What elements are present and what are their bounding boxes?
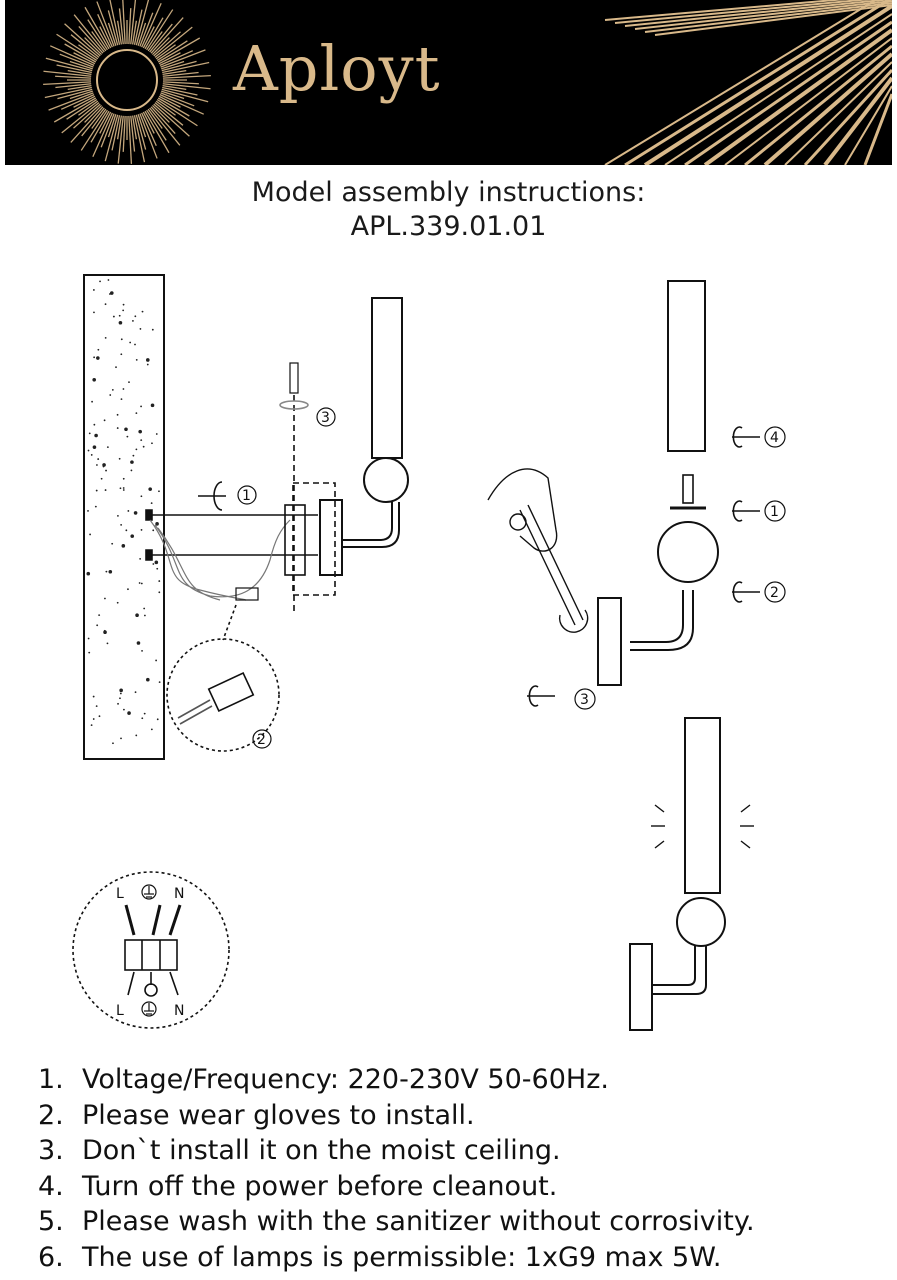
- light-rays-icon: [651, 804, 754, 849]
- rotate-icon: [198, 481, 226, 511]
- svg-text:L: L: [116, 886, 124, 902]
- svg-text:4: 4: [770, 430, 779, 446]
- step-marker-1: 1: [764, 500, 786, 522]
- svg-text:N: N: [174, 1003, 184, 1019]
- bracket: [284, 504, 306, 576]
- connector-detail-zoom: [166, 604, 280, 752]
- svg-text:1: 1: [770, 504, 779, 520]
- brand-header: Aployt: [5, 0, 892, 165]
- ground-icon: [141, 884, 157, 1017]
- mounting-plate-outline: [292, 482, 336, 596]
- finished-lamp: [629, 717, 726, 1031]
- svg-text:1: 1: [242, 488, 251, 504]
- supply-wires: [149, 519, 291, 601]
- screw-part: [279, 362, 309, 612]
- step-marker-1: 1: [237, 485, 257, 505]
- lamp-socket: [597, 474, 719, 686]
- page-title: Model assembly instructions:: [251, 177, 646, 208]
- list-item: 5.Please wash with the sanitizer without…: [38, 1206, 755, 1237]
- wall-section: [83, 274, 165, 760]
- model-number: APL.339.01.01: [350, 211, 547, 242]
- list-item: 3.Don`t install it on the moist ceiling.: [38, 1135, 561, 1166]
- brand-logo-text: Aployt: [233, 32, 441, 105]
- svg-text:2: 2: [770, 585, 779, 601]
- wall-anchors: [145, 509, 318, 561]
- step-marker-2: 2: [252, 729, 272, 749]
- svg-text:2: 2: [257, 732, 266, 748]
- list-item: 1.Voltage/Frequency: 220-230V 50-60Hz.: [38, 1064, 609, 1095]
- terminal-block-small: [235, 587, 259, 601]
- svg-text:N: N: [174, 886, 184, 902]
- assembly-diagram: 1 3 2: [72, 274, 786, 1031]
- svg-text:3: 3: [580, 692, 589, 708]
- sunburst-logo-graphic: [43, 0, 892, 165]
- wall-lamp-exploded: [319, 297, 409, 576]
- rotate-icon: [527, 426, 760, 707]
- step-marker-4: 4: [764, 426, 786, 448]
- step-marker-3: 3: [316, 407, 336, 427]
- list-item: 6.The use of lamps is permissible: 1xG9 …: [38, 1241, 722, 1273]
- list-item: 4.Turn off the power before cleanout.: [38, 1170, 558, 1202]
- wiring-diagram: L N L N: [72, 871, 230, 1029]
- svg-text:3: 3: [321, 410, 330, 426]
- step-marker-2: 2: [764, 581, 786, 603]
- lamp-shade: [667, 280, 706, 452]
- list-item: 2.Please wear gloves to install.: [38, 1099, 475, 1131]
- step-marker-3: 3: [574, 688, 596, 710]
- wrench-icon: [487, 468, 589, 633]
- svg-text:L: L: [116, 1003, 124, 1019]
- instructions-list: 1.Voltage/Frequency: 220-230V 50-60Hz. 2…: [38, 1062, 755, 1275]
